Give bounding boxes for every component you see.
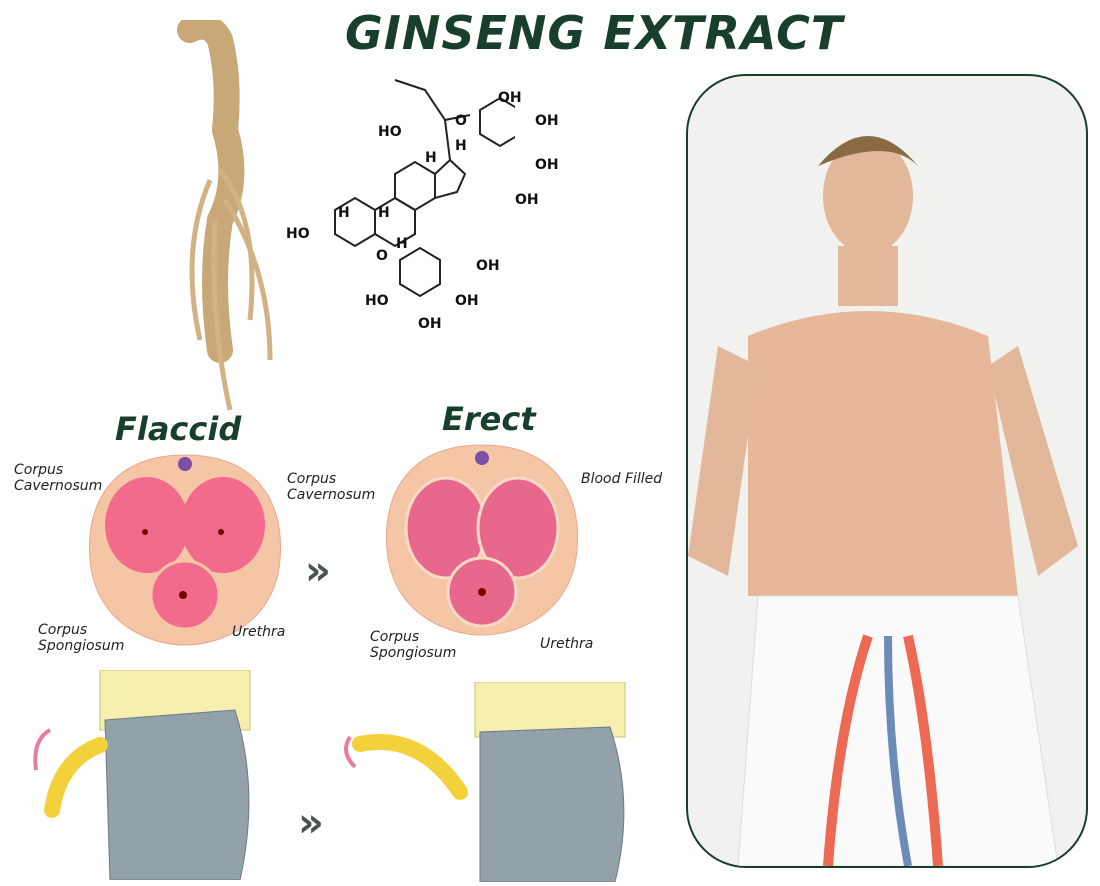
chem-label-ho-3: HO [365, 293, 389, 309]
chem-label-oh-6: OH [455, 293, 479, 309]
erect-banana-illustration [344, 682, 626, 882]
flaccid-label-corpus-spongiosum: Corpus Spongiosum [38, 622, 125, 654]
erect-label-corpus-cavernosum: Corpus Cavernosum [287, 471, 376, 503]
chem-label-oh-7: OH [418, 316, 442, 332]
flaccid-label-urethra: Urethra [232, 624, 286, 640]
chem-label-h-3: H [338, 205, 350, 221]
erect-label-corpus-spongiosum: Corpus Spongiosum [370, 629, 457, 661]
ginsenoside-structure [334, 79, 515, 298]
erect-cross-section [385, 444, 579, 636]
ginseng-root-image [177, 20, 273, 411]
chem-label-oh-2: OH [535, 113, 559, 129]
erect-label-blood-filled: Blood Filled [581, 471, 663, 487]
chem-label-o: O [455, 113, 467, 129]
chem-label-h-2: H [455, 138, 467, 154]
erect-label-urethra: Urethra [540, 636, 594, 652]
flaccid-heading: Flaccid [115, 410, 242, 448]
flaccid-label-corpus-cavernosum: Corpus Cavernosum [14, 462, 103, 494]
chem-label-oh-5: OH [476, 258, 500, 274]
model-photo [688, 136, 1078, 866]
chem-label-oh: OH [498, 90, 522, 106]
model-photo-panel [686, 74, 1088, 868]
chem-label-ho: HO [286, 226, 310, 242]
chem-label-oh-3: OH [535, 157, 559, 173]
flaccid-banana-illustration [33, 670, 251, 880]
flaccid-cross-section [88, 454, 282, 646]
chevron-right-icon: » [305, 548, 331, 594]
chem-label-oh-4: OH [515, 192, 539, 208]
chem-label-ho-2: HO [378, 124, 402, 140]
chevron-right-icon-2: » [298, 800, 324, 846]
page-title: GINSENG EXTRACT [345, 6, 844, 60]
chem-label-h: H [425, 150, 437, 166]
chem-label-o-2: O [376, 248, 388, 264]
chem-label-h-4: H [378, 205, 390, 221]
chem-label-h-5: H [396, 236, 408, 252]
erect-heading: Erect [442, 400, 536, 438]
